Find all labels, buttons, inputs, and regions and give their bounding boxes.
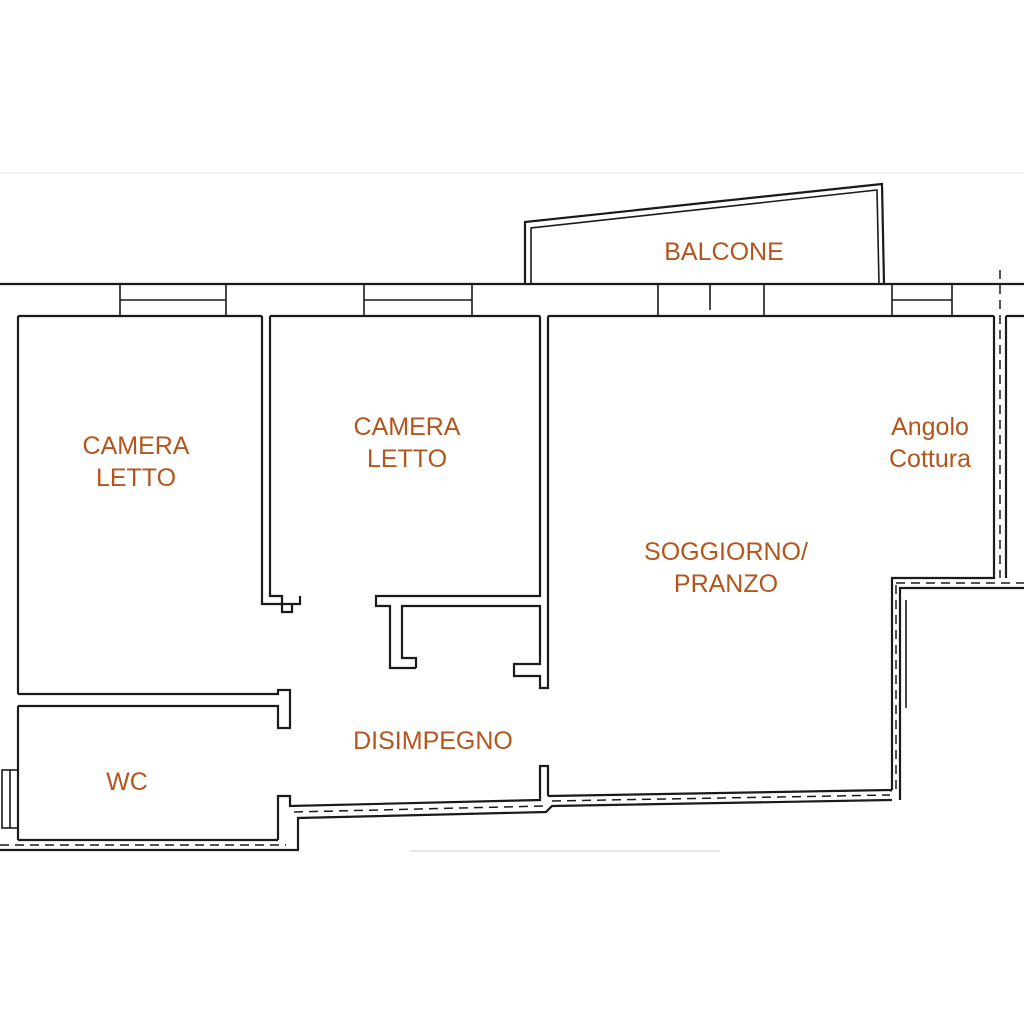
window-bedroom-1 — [119, 283, 227, 317]
room-label-disimpegno: DISIMPEGNO — [353, 727, 513, 755]
room-label-camera-letto-1: CAMERA LETTO — [82, 432, 190, 492]
partition-bedrooms — [260, 316, 302, 614]
room-label-balcone: BALCONE — [664, 238, 784, 266]
exterior-wall-left — [1, 316, 20, 840]
room-label-camera-letto-2: CAMERA LETTO — [353, 413, 461, 473]
partition-wc — [18, 688, 292, 730]
exterior-wall-bottom-left — [0, 764, 893, 852]
balcony-outline — [523, 182, 886, 285]
window-kitchen — [891, 283, 953, 317]
exterior-wall-right — [890, 270, 1024, 800]
window-bedroom-2 — [363, 283, 473, 317]
room-label-soggiorno-pranzo: SOGGIORNO/ PRANZO — [644, 538, 808, 598]
partition-living — [374, 316, 550, 690]
balcony-door — [657, 284, 765, 316]
room-label-angolo-cottura: Angolo Cottura — [889, 413, 971, 473]
room-label-wc: WC — [106, 768, 148, 796]
